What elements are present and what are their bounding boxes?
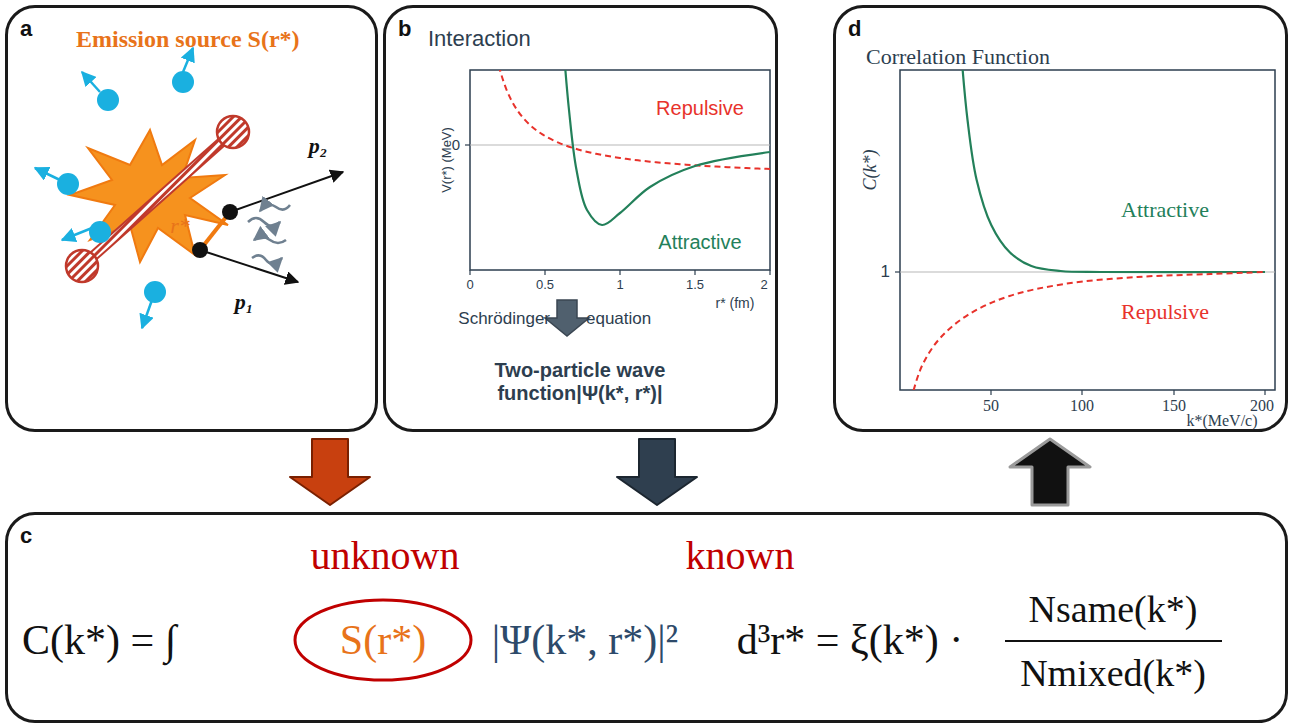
annotation: known: [686, 533, 795, 579]
attractive-curve: [563, 70, 770, 225]
formula-part: |Ψ(k*, r*)|²: [492, 616, 678, 664]
tick-label: 1.5: [686, 278, 704, 293]
formula-marks: [295, 600, 1222, 680]
panel-heading: Interaction: [428, 26, 531, 51]
panel-letter: d: [848, 16, 861, 41]
panel-a: a Emission source S(r*): [5, 5, 378, 432]
panel-c: c: [5, 512, 1288, 723]
tick-label: 2: [760, 278, 767, 293]
panel-letter: b: [398, 16, 411, 41]
panel-letter: c: [20, 523, 32, 548]
formula-part: Nsame(k*): [1029, 588, 1198, 632]
formula-part: S(r*): [340, 616, 426, 664]
flow-arrow: [290, 439, 370, 505]
momentum-label: p₂: [309, 133, 328, 158]
tick-label: 1: [616, 278, 623, 293]
flow-arrow: [617, 439, 697, 505]
arrow-caption: equation: [586, 309, 651, 329]
panel-b: b Interaction: [383, 5, 778, 432]
axis-title: r* (fm): [716, 295, 755, 311]
tick-label: 50: [983, 397, 999, 415]
attractive-curve: [960, 70, 1265, 272]
wave-function-label: Two-particle wave function|Ψ(k*, r*)|: [450, 359, 710, 405]
axis-title: k*(MeV/c): [1186, 412, 1257, 430]
flow-arrow: [1010, 439, 1090, 505]
formula-part: Nmixed(k*): [1020, 652, 1206, 696]
formula-part: d³r* = ξ(k*) ·: [737, 616, 963, 664]
panel-d: dCorrelation Function: [833, 5, 1288, 432]
axis-title: V(r*) (MeV): [440, 127, 455, 193]
repulsive-curve: [488, 70, 770, 169]
tick-label: 200: [1250, 397, 1274, 415]
potential-chart: [465, 0, 770, 336]
annotation: unknown: [311, 533, 460, 579]
tick-label: 100: [1070, 397, 1094, 415]
tick-label: 0: [452, 136, 460, 153]
tick-label: 1: [881, 262, 890, 282]
distance-label: r*: [170, 213, 190, 238]
tick-label: 0: [466, 278, 473, 293]
curve-label: Repulsive: [1121, 299, 1209, 324]
formula-part: C(k*) = ∫: [22, 616, 176, 664]
repulsive-curve: [911, 272, 1265, 390]
panel-letter: a: [20, 16, 32, 41]
panel-heading: Correlation Function: [866, 44, 1050, 69]
curve-label: Attractive: [1121, 197, 1209, 222]
correlation-chart: [895, 40, 1275, 400]
momentum-label: p₁: [235, 289, 254, 314]
tick-label: 0.5: [536, 278, 554, 293]
curve-label: Attractive: [658, 231, 741, 254]
curve-label: Repulsive: [656, 97, 744, 120]
axis-title: C(k*): [860, 150, 881, 191]
arrow-caption: Schrödinger: [458, 309, 550, 329]
emission-illustration: [35, 48, 343, 328]
tick-label: 150: [1162, 397, 1186, 415]
panel-heading: Emission source S(r*): [76, 26, 300, 54]
